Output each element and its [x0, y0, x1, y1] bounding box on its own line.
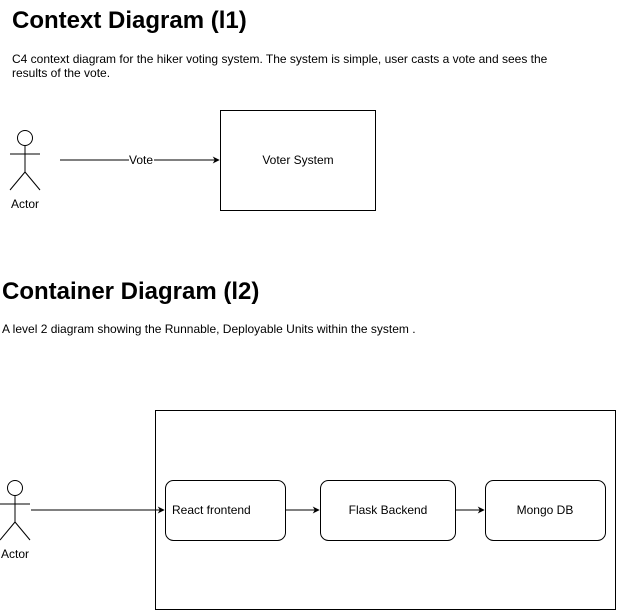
stick-figure-icon [9, 130, 41, 191]
react-frontend-node[interactable]: React frontend [165, 480, 286, 541]
context-diagram-description: C4 context diagram for the hiker voting … [12, 52, 548, 80]
context-diagram-title: Context Diagram (l1) [12, 7, 247, 34]
react-frontend-label: React frontend [172, 503, 251, 517]
container-actor-label: Actor [1, 547, 29, 561]
vote-edge-label-bg [129, 153, 154, 167]
vote-edge-label: Vote [129, 153, 153, 167]
voter-system-label: Voter System [262, 153, 333, 167]
mongo-db-node[interactable]: Mongo DB [485, 480, 606, 541]
vote-edge[interactable]: Vote [60, 153, 220, 167]
voter-system-box[interactable]: Voter System [220, 110, 376, 211]
container-diagram-description: A level 2 diagram showing the Runnable, … [2, 322, 416, 336]
flask-backend-label: Flask Backend [349, 503, 428, 517]
container-actor[interactable]: Actor [0, 480, 31, 562]
context-actor-label: Actor [11, 197, 39, 211]
flask-backend-node[interactable]: Flask Backend [320, 480, 456, 541]
stick-figure-icon [0, 480, 31, 541]
container-diagram-title: Container Diagram (l2) [2, 278, 260, 305]
mongo-db-label: Mongo DB [517, 503, 574, 517]
context-actor[interactable]: Actor [9, 130, 41, 212]
